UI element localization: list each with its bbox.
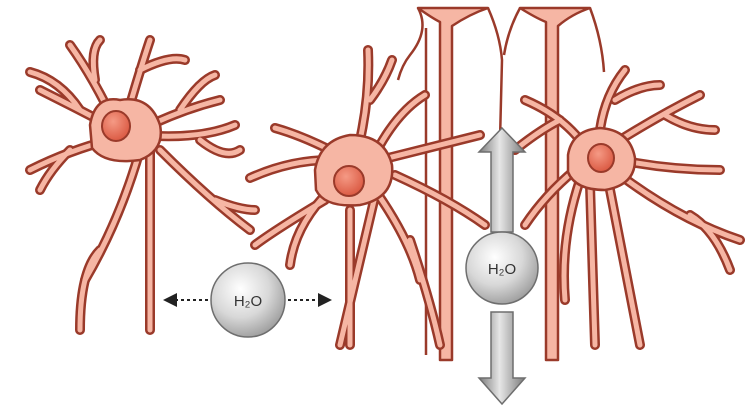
- water-molecule-vertical: H₂O: [466, 232, 538, 304]
- h2o-label-horizontal: H₂O: [234, 293, 262, 310]
- h2o-label-vertical: H₂O: [488, 261, 516, 278]
- nucleus-left: [102, 111, 130, 141]
- nucleus-center: [334, 166, 364, 196]
- water-molecule-horizontal: H₂O: [211, 263, 285, 337]
- nucleus-right: [588, 144, 614, 172]
